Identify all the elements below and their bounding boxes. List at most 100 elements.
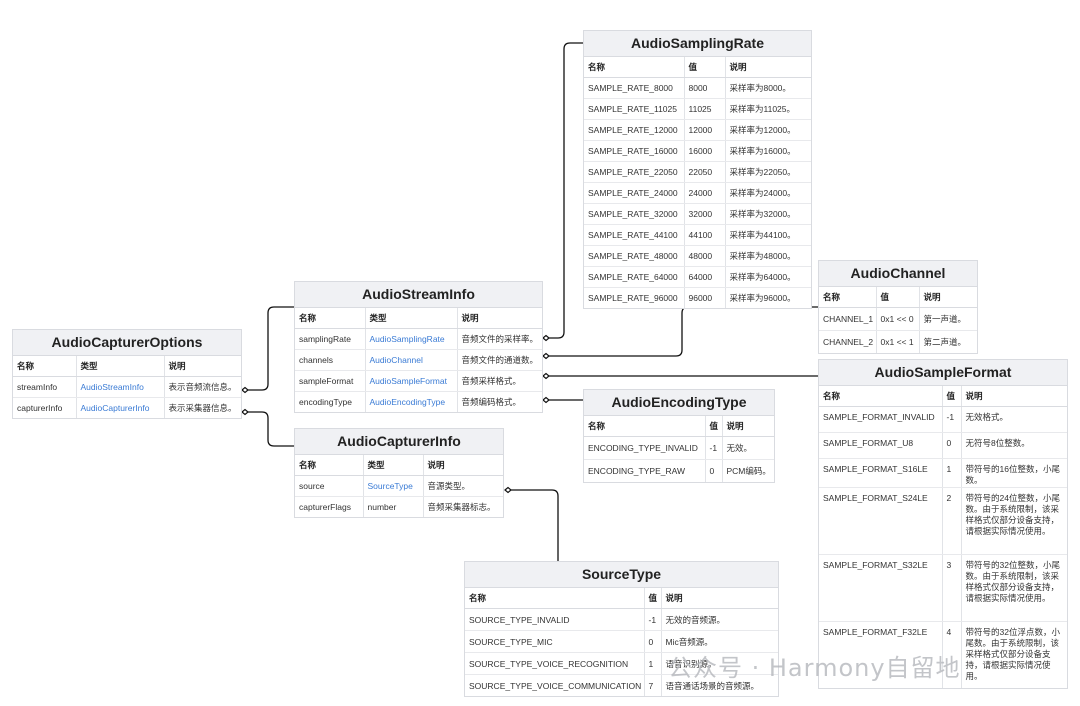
cell-value: -1	[942, 406, 962, 433]
cell-desc: PCM编码。	[726, 466, 771, 476]
cell-desc: 采样率为96000。	[729, 293, 796, 303]
header-desc: 说明	[457, 308, 542, 329]
cell-value: 11025	[684, 98, 726, 120]
cell-name: capturerInfo	[13, 397, 77, 418]
cell-desc: 第一声道。	[919, 307, 977, 331]
cell-name: source	[295, 475, 364, 497]
header-value: 值	[876, 287, 920, 308]
cell-desc: 表示采集器信息。	[168, 403, 237, 413]
header-name: 名称	[819, 386, 943, 407]
header-desc: 说明	[919, 287, 977, 308]
cell-value: 44100	[684, 224, 726, 246]
header-type: 类型	[363, 455, 424, 476]
cell-desc: 采样率为24000。	[725, 182, 811, 204]
cell-desc: 表示音频流信息。	[164, 376, 241, 398]
cell-value: 2	[942, 487, 962, 555]
cell-name: SAMPLE_FORMAT_F32LE	[819, 621, 943, 688]
header-value: 值	[705, 416, 723, 437]
cell-desc: 音频文件的采样率。	[457, 328, 542, 350]
cell-desc: 采样率为32000。	[725, 203, 811, 225]
type-link[interactable]: AudioEncodingType	[365, 391, 458, 412]
cell-desc: 第二声道。	[923, 337, 967, 347]
header-desc: 说明	[164, 356, 241, 377]
table-title: AudioCapturerInfo	[295, 429, 503, 455]
cell-value: 22050	[684, 161, 726, 183]
cell-desc: 音频文件的通道数。	[457, 349, 542, 371]
type-link[interactable]: AudioChannel	[365, 349, 458, 371]
cell-desc: 采样率为64000。	[725, 266, 811, 288]
table-title: AudioCapturerOptions	[13, 330, 241, 356]
type-link[interactable]: AudioSampleFormat	[365, 370, 458, 392]
cell-name: SAMPLE_RATE_96000	[584, 287, 685, 308]
cell-name: SAMPLE_RATE_8000	[584, 77, 685, 99]
header-desc: 说明	[961, 386, 1067, 407]
header-type: 类型	[365, 308, 458, 329]
header-name: 名称	[295, 455, 364, 476]
table-title: AudioEncodingType	[584, 390, 774, 416]
edge-sourcetype	[511, 489, 559, 561]
cell-value: 96000	[684, 287, 726, 308]
edge-capturerinfo	[248, 411, 294, 447]
cell-type: number	[363, 496, 424, 517]
cell-value: 8000	[684, 77, 726, 99]
edge-samplingrate	[549, 42, 583, 339]
cell-desc: 音频采样格式。	[457, 370, 542, 392]
cell-value: -1	[705, 436, 723, 460]
cell-desc: 采样率为12000。	[725, 119, 811, 141]
cell-name: ENCODING_TYPE_RAW	[584, 459, 706, 482]
header-type: 类型	[76, 356, 165, 377]
cell-name: channels	[295, 349, 366, 371]
type-link[interactable]: SourceType	[363, 475, 424, 497]
cell-name: SAMPLE_RATE_48000	[584, 245, 685, 267]
header-name: 名称	[13, 356, 77, 377]
cell-value: 12000	[684, 119, 726, 141]
cell-name: sampleFormat	[295, 370, 366, 392]
type-link[interactable]: AudioStreamInfo	[76, 376, 165, 398]
table-title: AudioChannel	[819, 261, 977, 287]
header-desc: 说明	[725, 57, 811, 78]
cell-name: ENCODING_TYPE_INVALID	[584, 436, 706, 460]
edge-channel	[549, 306, 818, 357]
header-value: 值	[684, 57, 726, 78]
cell-value: 1	[942, 458, 962, 488]
table-title: AudioSampleFormat	[819, 360, 1067, 386]
cell-value: 0	[644, 630, 662, 653]
cell-value: 7	[644, 674, 662, 696]
header-desc: 说明	[423, 455, 503, 476]
cell-desc: 采样率为11025。	[725, 98, 811, 120]
cell-value: 1	[644, 652, 662, 675]
cell-name: SAMPLE_FORMAT_U8	[819, 432, 943, 459]
cell-desc: 语音识别源。	[661, 652, 778, 675]
cell-name: SAMPLE_RATE_64000	[584, 266, 685, 288]
cell-desc: 采样率为16000。	[725, 140, 811, 162]
cell-name: SAMPLE_RATE_32000	[584, 203, 685, 225]
cell-name: SAMPLE_RATE_12000	[584, 119, 685, 141]
type-link[interactable]: AudioSamplingRate	[365, 328, 458, 350]
cell-desc: 带符号的16位整数，小尾数。	[961, 458, 1067, 488]
cell-name: SAMPLE_RATE_24000	[584, 182, 685, 204]
cell-name: SOURCE_TYPE_VOICE_RECOGNITION	[465, 652, 645, 675]
type-link[interactable]: AudioCapturerInfo	[76, 397, 165, 418]
cell-desc: 音源类型。	[423, 475, 503, 497]
